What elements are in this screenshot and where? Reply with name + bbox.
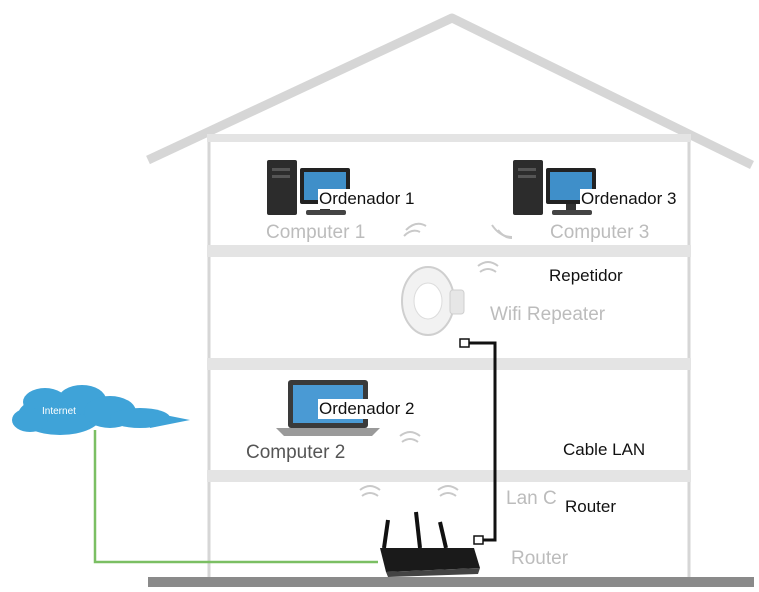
lan-cable-label-en: Lan C — [506, 488, 557, 509]
wifi-repeater-label-en: Wifi Repeater — [490, 304, 606, 325]
floor-slab-3 — [207, 245, 691, 257]
wifi-repeater-icon — [401, 266, 465, 336]
internet-cloud-label: Internet — [42, 406, 76, 417]
computer-2-label-es: Ordenador 2 — [318, 399, 416, 419]
desktop-computer-1-icon — [267, 160, 350, 215]
floor-slab-2 — [207, 358, 691, 370]
roof — [146, 13, 754, 170]
lan-cable — [466, 341, 497, 542]
router-label-es: Router — [564, 497, 618, 517]
computer-3-label-en: Computer 3 — [550, 222, 650, 243]
computer-1-label-es: Ordenador 1 — [318, 189, 416, 209]
wifi-signal-icons — [359, 222, 513, 497]
repeater-label-es: Repetidor — [548, 266, 624, 286]
floor-slab-1 — [207, 470, 691, 482]
router-label-en: Router — [511, 548, 569, 569]
ground — [148, 577, 754, 587]
lan-plug-top — [459, 338, 470, 348]
internet-cloud-icon — [12, 385, 190, 435]
computer-2-label-en: Computer 2 — [246, 442, 346, 463]
router-icon — [380, 511, 480, 577]
ceiling-slab — [207, 134, 691, 142]
computer-1-label-en: Computer 1 — [266, 222, 366, 243]
lan-cable-label-es: Cable LAN — [562, 440, 647, 460]
lan-plug-bottom — [473, 535, 484, 545]
internet-cable — [93, 430, 378, 564]
computer-3-label-es: Ordenador 3 — [580, 189, 678, 209]
